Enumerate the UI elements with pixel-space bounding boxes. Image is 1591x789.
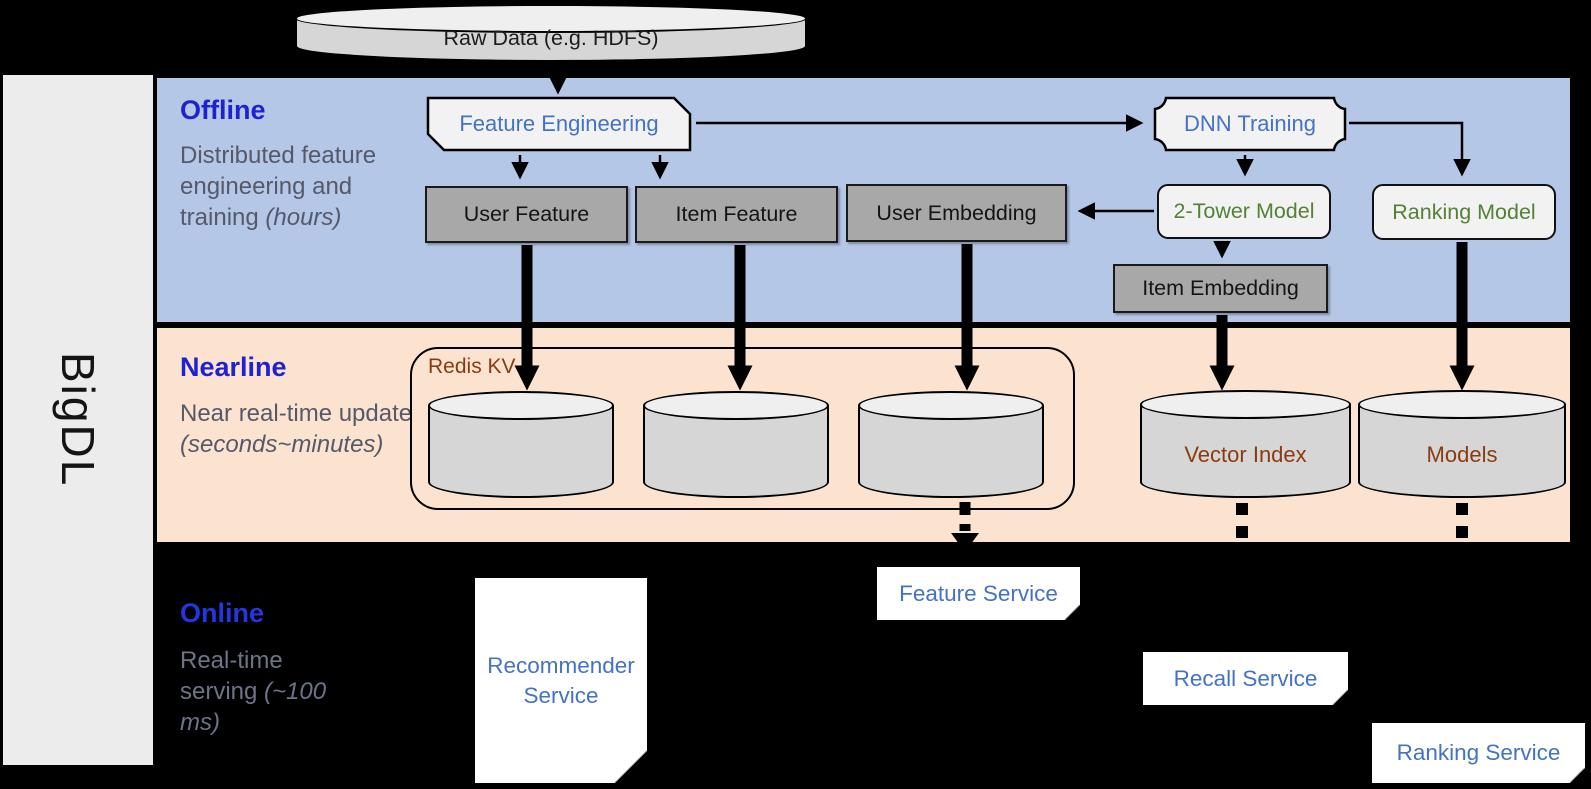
cylinder-body <box>858 405 1044 498</box>
ranking-model-box: Ranking Model <box>1372 184 1556 240</box>
feature-service-label: Feature Service <box>899 580 1058 606</box>
redis-shard-cylinder-3 <box>858 391 1044 498</box>
offline-description-text: Distributed feature engineering and trai… <box>180 142 377 232</box>
user-feature-box: User Feature <box>425 186 628 243</box>
ranking-service-fold-corner-icon <box>1569 767 1585 783</box>
user-embedding-label: User Embedding <box>876 200 1037 225</box>
cylinder-body <box>643 405 829 498</box>
cylinder-top <box>1140 390 1351 419</box>
ranking-model-label: Ranking Model <box>1392 199 1536 224</box>
online-section-description: Real-time serving (~100 ms) <box>180 645 345 739</box>
user-embedding-box: User Embedding <box>846 184 1067 242</box>
cylinder-top <box>1358 390 1566 419</box>
dnn-training-node: DNN Training <box>1152 95 1348 153</box>
feature-engineering-shape <box>426 96 692 152</box>
recommender-service-fold-corner-icon <box>614 750 647 783</box>
online-section-title: Online <box>180 598 265 628</box>
ranking-service-box: Ranking Service <box>1372 723 1585 783</box>
item-embedding-box: Item Embedding <box>1113 264 1328 313</box>
nearline-description-note: (seconds~minutes) <box>180 431 384 459</box>
models-label: Models <box>1426 441 1498 467</box>
dnn-training-shape <box>1153 96 1347 152</box>
models-cylinder: Models <box>1358 390 1566 498</box>
user-feature-label: User Feature <box>463 202 590 226</box>
item-feature-label: Item Feature <box>675 202 798 226</box>
recommender-service-document: Recommender Service <box>475 578 647 783</box>
recall-service-box: Recall Service <box>1143 652 1348 705</box>
item-embedding-label: Item Embedding <box>1142 276 1299 300</box>
bigdl-brand-label: BigDL <box>52 352 104 488</box>
offline-section-title: Offline <box>180 95 266 125</box>
recall-service-fold-corner-icon <box>1332 689 1348 705</box>
cylinder-top <box>643 391 829 420</box>
recall-service-label: Recall Service <box>1173 665 1318 691</box>
redis-shard-cylinder-1 <box>428 391 614 498</box>
cylinder-top <box>858 391 1044 420</box>
redis-kv-label: Redis KV <box>428 355 516 378</box>
online-description-text: Real-time serving <box>180 647 283 706</box>
feature-engineering-node: Feature Engineering <box>425 95 693 153</box>
bigdl-sidebar: BigDL <box>3 75 153 765</box>
two-tower-model-box: 2-Tower Model <box>1157 184 1331 239</box>
online-description-note: (~100 ms) <box>180 678 327 737</box>
cylinder-body <box>428 405 614 498</box>
nearline-description-text: Near real-time update <box>180 400 413 427</box>
vector-index-cylinder: Vector Index <box>1140 390 1351 498</box>
raw-data-label: Raw Data (e.g. HDFS) <box>443 26 659 51</box>
ranking-service-label: Ranking Service <box>1396 740 1561 766</box>
cylinder-body <box>1358 404 1566 498</box>
raw-data-cylinder-top <box>295 4 807 33</box>
feature-engineering-label: Feature Engineering <box>459 111 659 136</box>
vector-index-label: Vector Index <box>1184 441 1307 467</box>
cylinder-body <box>1140 404 1351 498</box>
cylinder-top <box>428 391 614 420</box>
nearline-section-title: Nearline <box>180 352 287 382</box>
two-tower-model-label: 2-Tower Model <box>1173 199 1315 223</box>
feature-service-box: Feature Service <box>877 567 1080 620</box>
raw-data-cylinder: Raw Data (e.g. HDFS) <box>295 4 807 62</box>
dnn-training-label: DNN Training <box>1183 111 1317 136</box>
offline-description-note: (hours) <box>265 204 342 232</box>
nearline-section-description: Near real-time update (seconds~minutes) <box>180 398 460 460</box>
offline-section-description: Distributed feature engineering and trai… <box>180 140 422 234</box>
redis-shard-cylinder-2 <box>643 391 829 498</box>
recommender-service-label: Recommender Service <box>487 653 635 708</box>
item-feature-box: Item Feature <box>635 186 838 243</box>
